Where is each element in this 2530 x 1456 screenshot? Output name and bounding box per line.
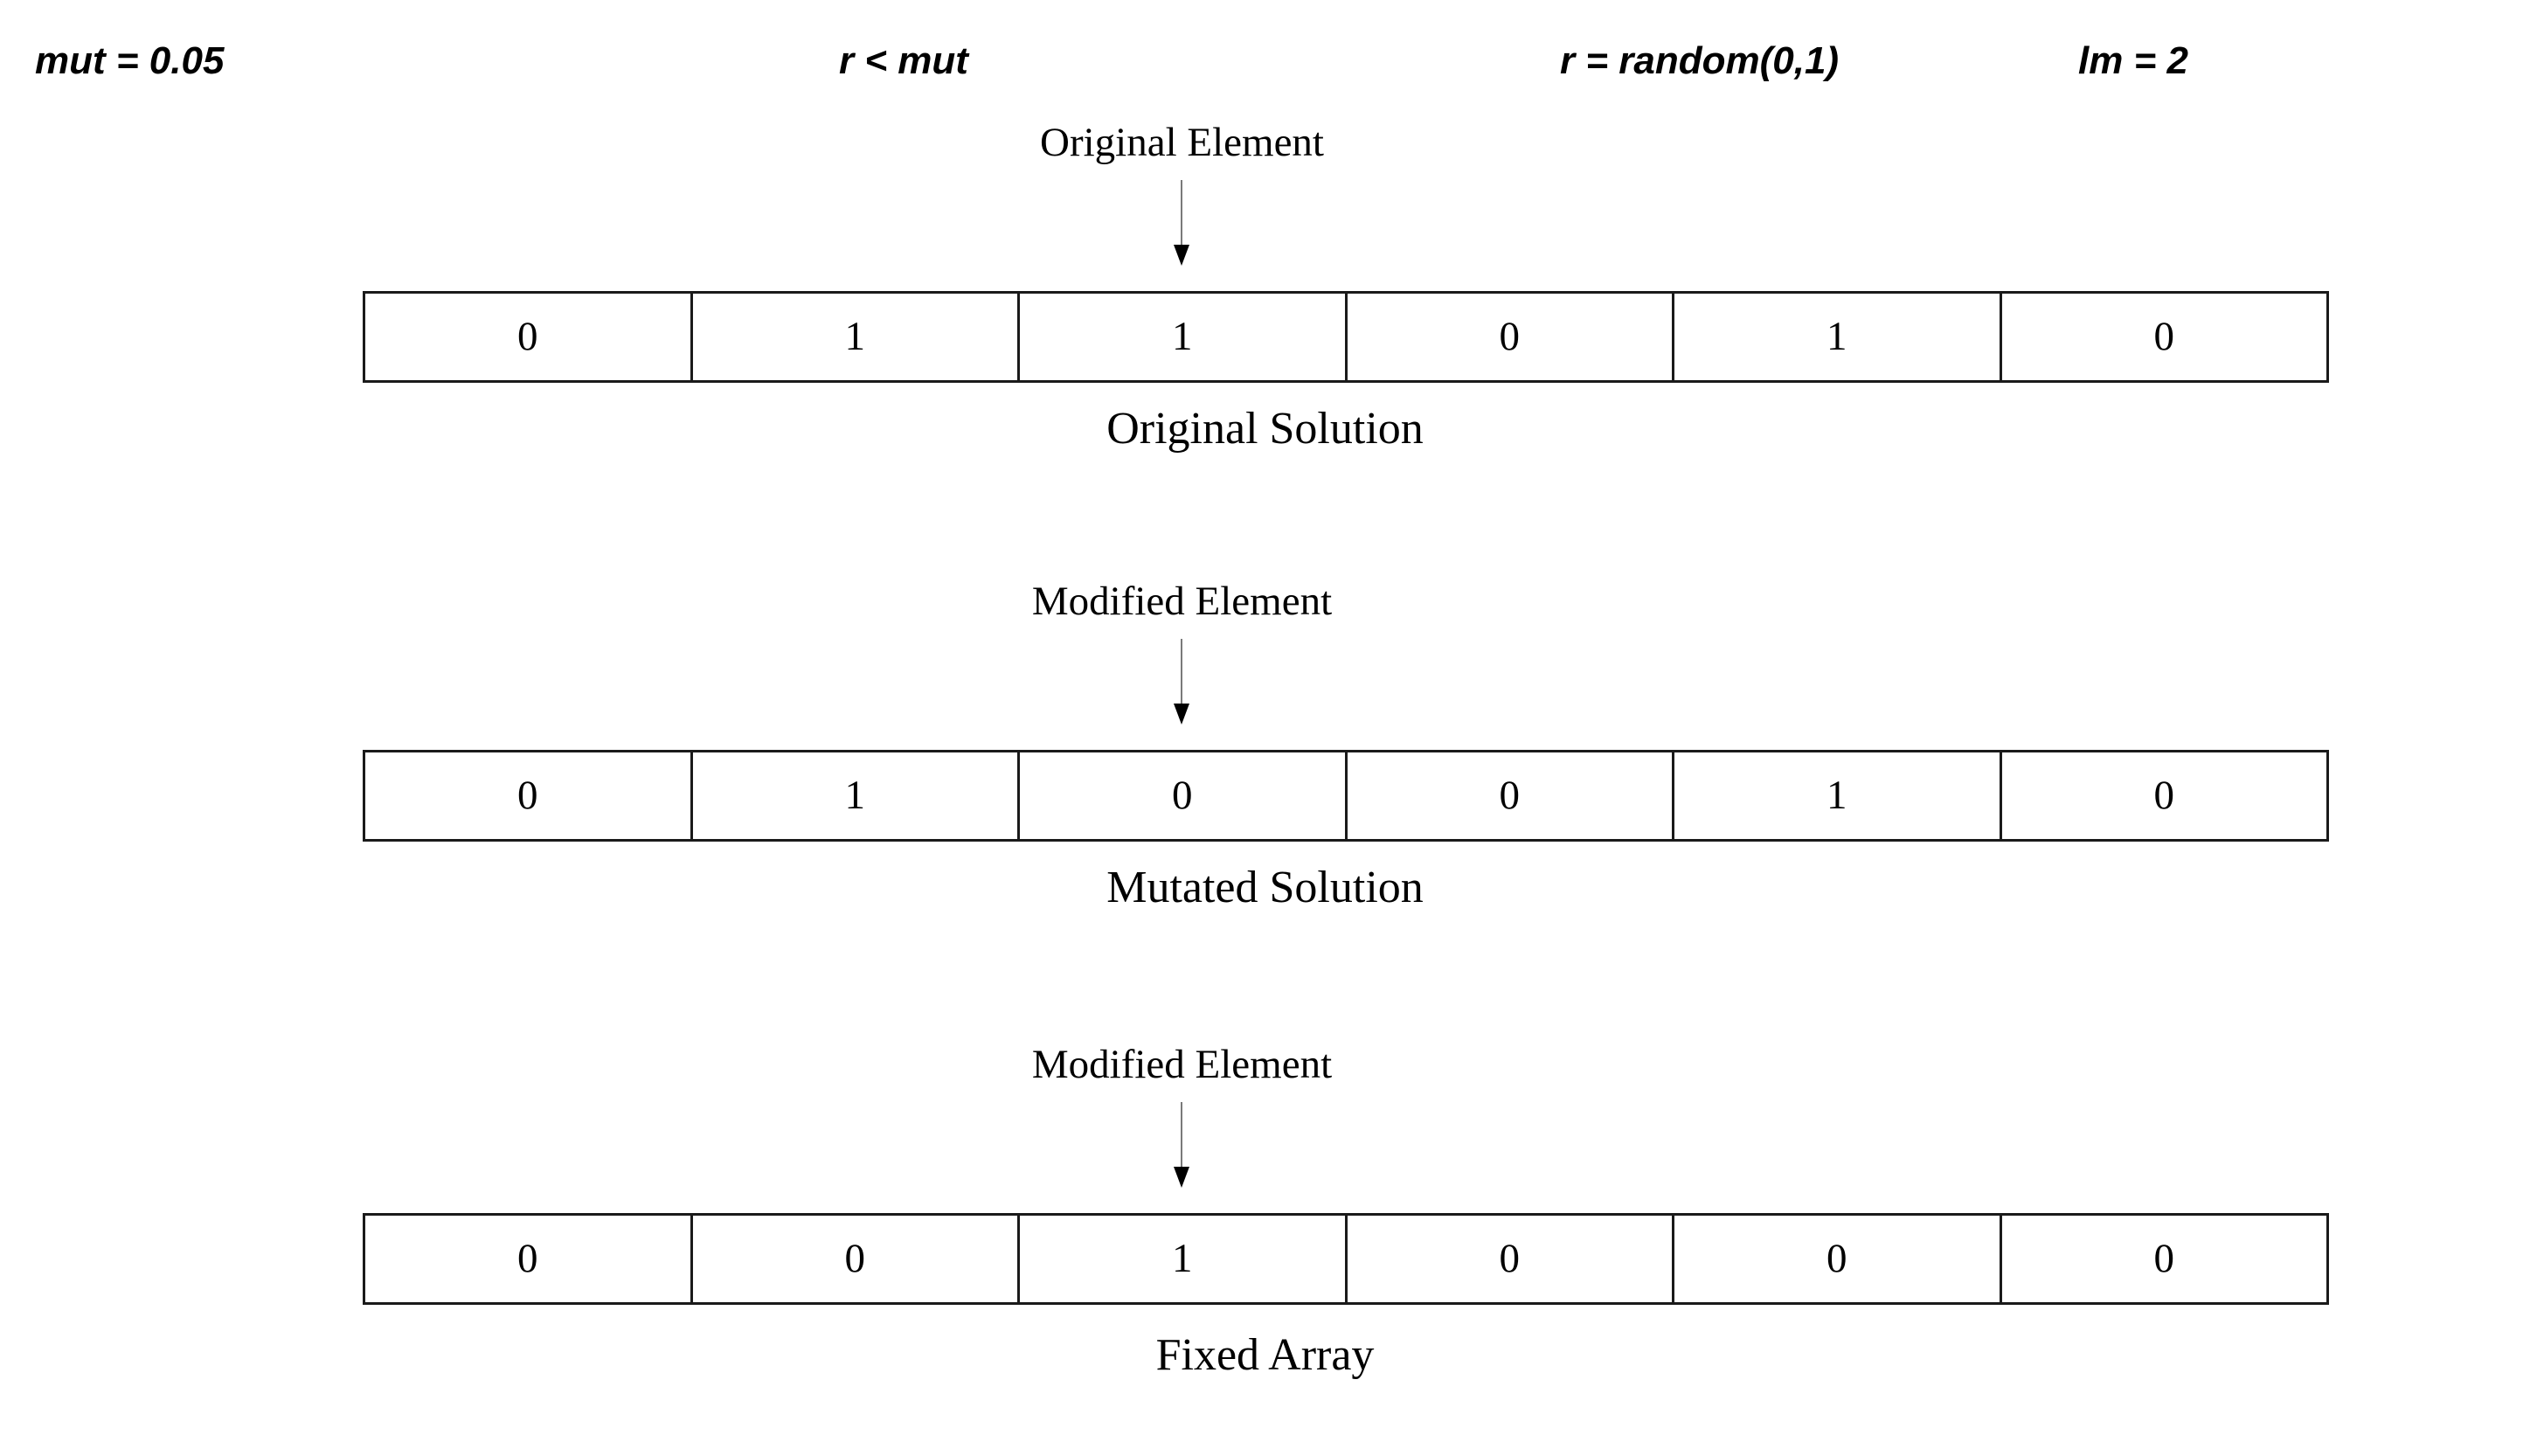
array-cell: 0: [1347, 1216, 1674, 1302]
array-cell: 1: [1674, 294, 2002, 380]
array-cell: 0: [1347, 294, 1674, 380]
array-cell: 1: [1020, 1216, 1348, 1302]
array-cell: 0: [2001, 1216, 2326, 1302]
array-cell: 0: [365, 294, 693, 380]
pointer-label-modified-element: Modified Element: [1031, 579, 1333, 624]
array-row-original: 0 1 1 0 1 0: [363, 291, 2329, 383]
array-row-mutated: 0 1 0 0 1 0: [363, 750, 2329, 842]
array-cell: 1: [692, 752, 1020, 839]
array-cell: 0: [2001, 294, 2326, 380]
array-row-fixed: 0 0 1 0 0 0: [363, 1213, 2329, 1305]
arrow-head: [1174, 704, 1189, 725]
caption-mutated-solution: Mutated Solution: [1106, 863, 1424, 912]
array-cell: 0: [1674, 1216, 2002, 1302]
array-cell: 1: [1674, 752, 2002, 839]
pointer-label-original-element: Original Element: [1040, 120, 1324, 165]
pointer-label-modified-element: Modified Element: [1031, 1042, 1333, 1087]
parameter-row: mut = 0.05 r < mut r = random(0,1) lm = …: [0, 0, 2530, 96]
parameter-random: r = random(0,1): [1560, 39, 1840, 82]
arrow-shaft: [1181, 180, 1182, 248]
caption-original-solution: Original Solution: [1106, 404, 1424, 454]
array-cell: 1: [1020, 294, 1348, 380]
array-cell: 0: [1347, 752, 1674, 839]
arrow-head: [1174, 1167, 1189, 1188]
array-cell: 0: [365, 752, 693, 839]
arrow-head: [1174, 245, 1189, 266]
arrow-shaft: [1181, 1102, 1182, 1170]
array-cell: 0: [2001, 752, 2326, 839]
array-cell: 0: [1020, 752, 1348, 839]
down-arrow-icon: [1174, 180, 1189, 267]
array-cell: 0: [692, 1216, 1020, 1302]
array-cell: 0: [365, 1216, 693, 1302]
caption-fixed-array: Fixed Array: [1155, 1330, 1375, 1380]
parameter-condition: r < mut: [839, 39, 968, 82]
parameter-mut: mut = 0.05: [35, 39, 225, 82]
arrow-shaft: [1181, 639, 1182, 707]
down-arrow-icon: [1174, 639, 1189, 726]
array-cell: 1: [692, 294, 1020, 380]
parameter-lm: lm = 2: [2078, 39, 2188, 82]
down-arrow-icon: [1174, 1102, 1189, 1189]
